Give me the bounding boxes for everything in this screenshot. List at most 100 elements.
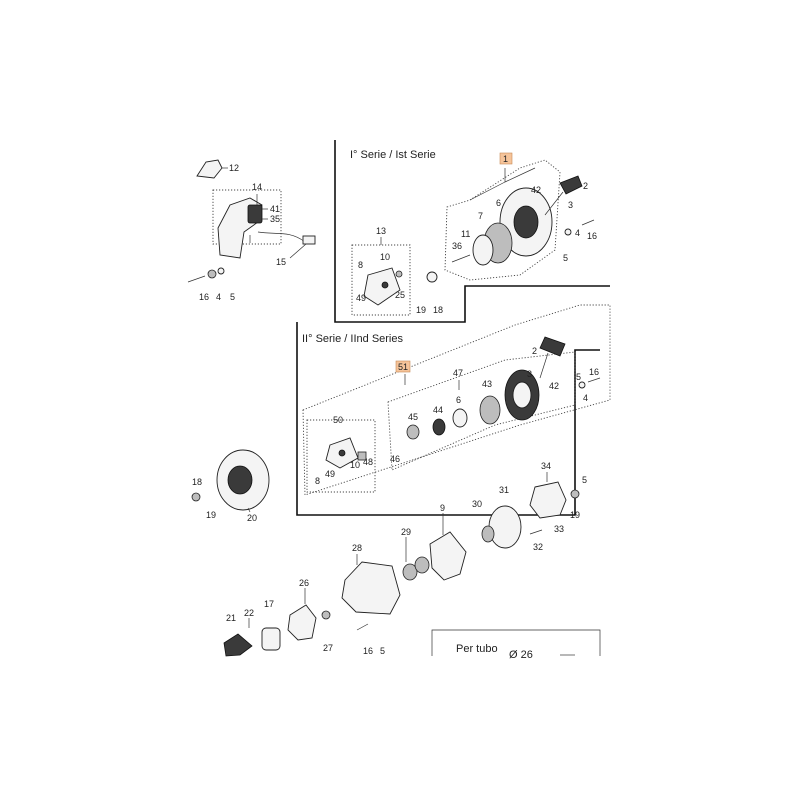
callout-19-c: 19	[570, 510, 580, 520]
part-drawings	[187, 159, 601, 657]
callout-12: 12	[229, 163, 239, 173]
callout-6: 6	[496, 198, 501, 208]
part-2-handle	[559, 175, 583, 195]
callout-8: 8	[358, 260, 363, 270]
part-6-spring-ii	[452, 408, 468, 428]
part-4-washer-b	[564, 228, 572, 236]
callout-11: 11	[461, 229, 470, 239]
callout-labels: 12 14 41 35 15 16 4 5 13 10 8 49 25 19 1…	[192, 154, 599, 656]
part-15-terminal	[302, 235, 316, 245]
inset-diameter: Ø 26	[509, 649, 533, 661]
callout-9: 9	[440, 503, 445, 513]
callout-20: 20	[247, 513, 257, 523]
callout-4-b: 4	[575, 228, 580, 238]
callout-18: 18	[433, 305, 443, 315]
inset-title: Per tubo	[456, 643, 498, 655]
callout-15: 15	[276, 257, 286, 267]
part-32-screw	[529, 529, 543, 535]
callout-16-ii: 16	[589, 367, 599, 377]
callout-41: 41	[270, 204, 280, 214]
callout-19: 19	[416, 305, 426, 315]
callout-18-b: 18	[192, 477, 202, 487]
callout-1-highlight	[499, 152, 513, 165]
callout-49-ii: 49	[325, 469, 335, 479]
part-30-bearing	[481, 525, 495, 543]
callout-27: 27	[323, 643, 333, 653]
callout-16: 16	[199, 292, 209, 302]
callout-14: 14	[252, 182, 262, 192]
callout-29: 29	[401, 527, 411, 537]
part-13-hub	[381, 281, 389, 289]
callout-17: 17	[264, 599, 274, 609]
callout-5-b: 5	[563, 253, 568, 263]
callout-5-ii: 5	[576, 372, 581, 382]
callout-3-ii: 3	[527, 369, 532, 379]
part-43-pulley	[479, 395, 501, 425]
callout-4: 4	[216, 292, 221, 302]
part-27-ring	[321, 610, 331, 620]
callout-5-c: 5	[582, 475, 587, 485]
part-44-spring	[432, 418, 446, 436]
part-15-wire	[257, 231, 306, 243]
callout-45: 45	[408, 412, 418, 422]
part-16-screw-d	[356, 623, 369, 631]
part-26-tube-clamp	[287, 604, 317, 641]
callout-48: 48	[363, 457, 373, 467]
second-series-title: II° Serie / IInd Series	[302, 333, 403, 345]
group-50-outline	[306, 419, 376, 493]
part-2-handle-ii	[539, 336, 566, 357]
part-28-clutch-housing	[341, 561, 401, 615]
callout-16-d: 16	[363, 646, 373, 656]
callout-49: 49	[356, 293, 366, 303]
callout-5-e: 5	[380, 646, 385, 656]
part-12-cap	[196, 159, 223, 179]
part-9-cover	[429, 531, 467, 581]
callout-28: 28	[352, 543, 362, 553]
part-5-washer-c	[570, 489, 580, 499]
part-16-screw	[187, 275, 206, 283]
callout-32: 32	[533, 542, 543, 552]
callout-43: 43	[482, 379, 492, 389]
callout-8-ii: 8	[315, 476, 320, 486]
part-16-screw-ii	[587, 377, 601, 383]
part-42-rope-ii	[539, 352, 549, 379]
callout-7: 7	[478, 211, 483, 221]
second-series-frame	[296, 322, 600, 516]
callout-6-ii: 6	[456, 395, 461, 405]
part-19-nut	[426, 271, 438, 283]
group-14-outline	[212, 189, 282, 245]
callout-2-ii: 2	[532, 346, 537, 356]
callout-22: 22	[244, 608, 254, 618]
callout-2: 2	[583, 181, 588, 191]
callout-4-ii: 4	[583, 393, 588, 403]
group-13-outline	[351, 244, 411, 316]
leader-lines	[222, 167, 548, 628]
callout-51: 51	[398, 362, 408, 372]
callout-42-ii: 42	[549, 381, 559, 391]
part-5-washer	[217, 267, 225, 275]
callout-1: 1	[503, 154, 508, 164]
callout-35: 35	[270, 214, 280, 224]
part-34-clutch	[529, 481, 567, 519]
section-frames	[212, 140, 611, 516]
part-10-spring	[395, 270, 403, 278]
callout-50: 50	[333, 415, 343, 425]
callout-16-b: 16	[587, 231, 597, 241]
callout-30: 30	[472, 499, 482, 509]
part-29-bearing-b	[414, 556, 430, 574]
part-48-spring	[357, 451, 367, 461]
part-36-screw	[451, 254, 471, 263]
part-3-housing-center	[513, 205, 539, 239]
part-4-washer-ii	[578, 381, 586, 389]
callout-33: 33	[554, 524, 564, 534]
callout-10-ii: 10	[350, 460, 360, 470]
callout-25: 25	[395, 290, 405, 300]
part-22-bushing	[261, 627, 281, 651]
callout-47: 47	[453, 368, 463, 378]
part-31-clutch-drum	[488, 505, 522, 549]
part-50-hub	[338, 449, 346, 457]
part-21-shaft	[223, 633, 253, 657]
first-series-title: I° Serie / Ist Serie	[350, 149, 436, 161]
inset-box	[431, 629, 601, 656]
